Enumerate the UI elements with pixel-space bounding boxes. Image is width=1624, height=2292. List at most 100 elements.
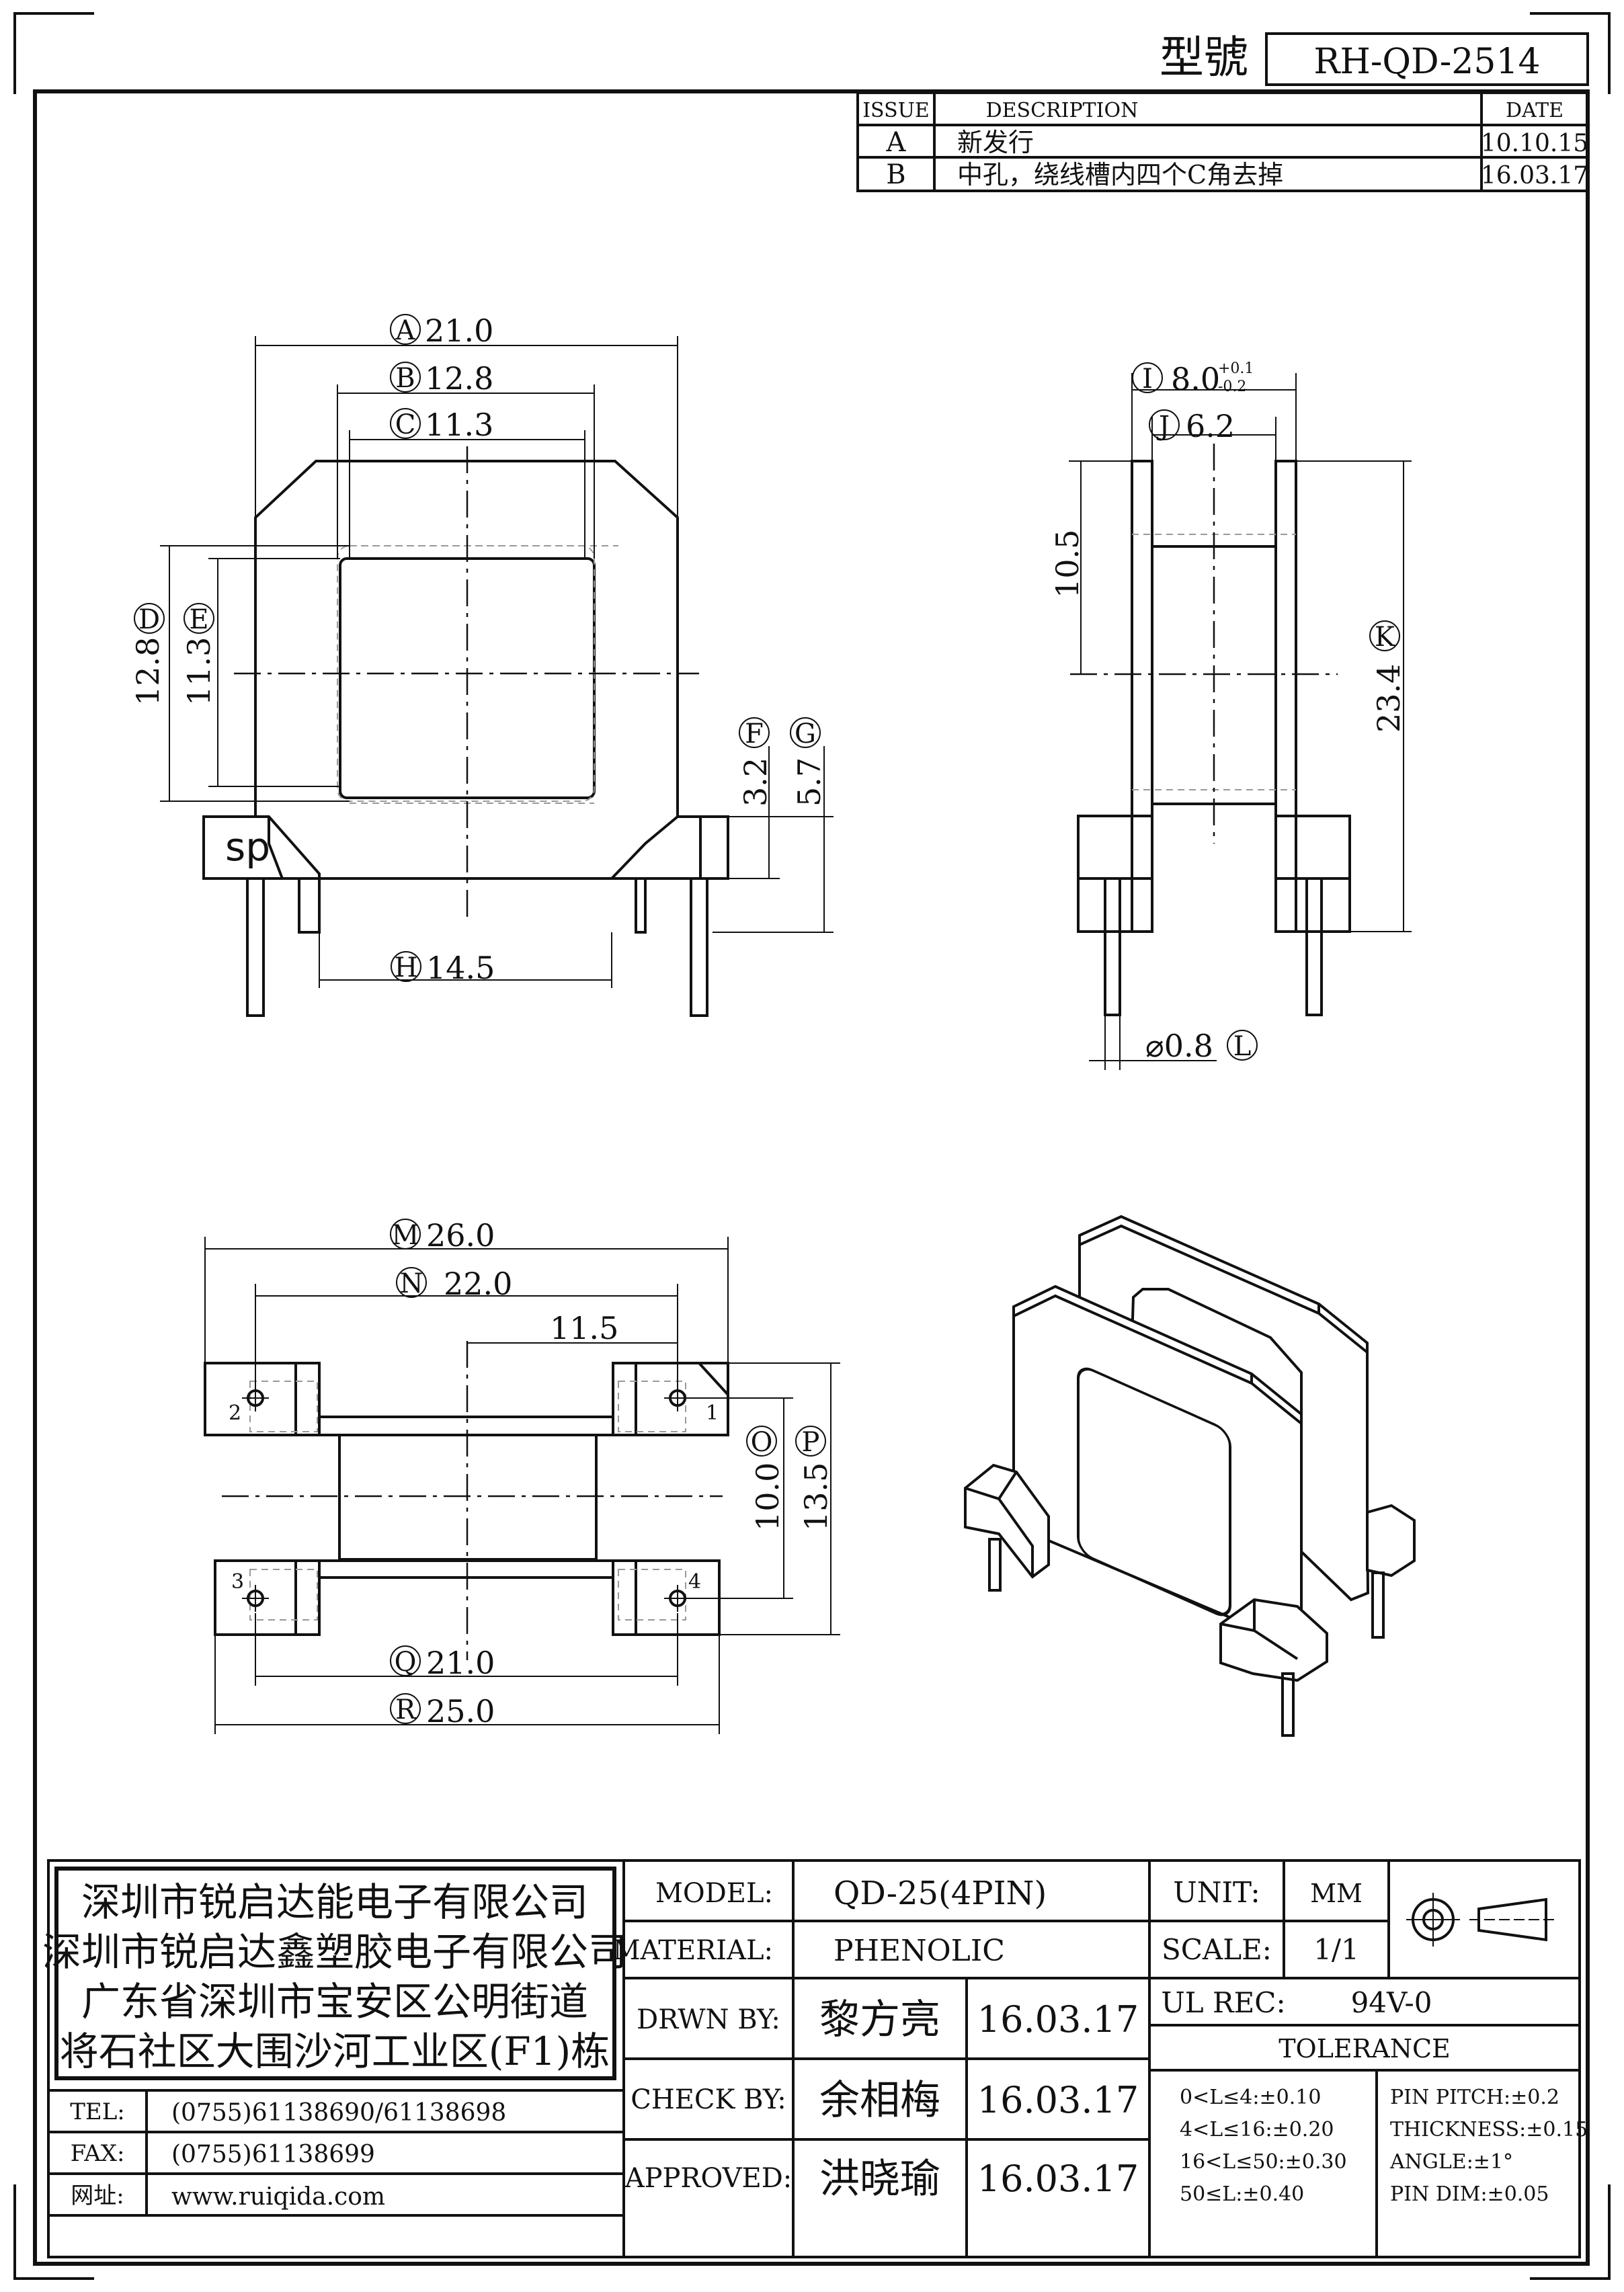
dim-d-letter: D — [138, 604, 160, 635]
company-line-3: 广东省深圳市宝安区公明街道 — [81, 1979, 588, 2024]
side-flange-left — [1131, 460, 1153, 817]
approved-by: 洪晓瑜 — [819, 2156, 940, 2203]
material-value: PHENOLIC — [834, 1934, 1005, 1968]
web-value: www.ruiqida.com — [171, 2183, 385, 2211]
model-number: RH-QD-2514 — [1313, 42, 1540, 82]
model-value: QD-25(4PIN) — [834, 1875, 1047, 1912]
tolerance-right-1: PIN PITCH:±0.2 — [1390, 2086, 1559, 2109]
dim-c-value: 11.3 — [425, 407, 493, 443]
bottom-flange-bottom — [214, 1559, 321, 1636]
dim-e-letter: E — [189, 604, 208, 635]
unit-label: UNIT: — [1173, 1876, 1260, 1909]
tolerance-left-1: 0<L≤4:±0.10 — [1180, 2086, 1321, 2109]
dim-g-value: 5.7 — [791, 758, 827, 807]
projection-symbol-icon — [1406, 1893, 1558, 1947]
model-number-box — [1265, 32, 1589, 86]
rev-row-a-description: 新发行 — [957, 128, 1034, 157]
front-right-block — [608, 815, 729, 880]
dim-m-letter: M — [392, 1220, 419, 1251]
dim-f-value: 3.2 — [737, 758, 774, 807]
rev-row-b-date: 16.03.17 — [1481, 162, 1588, 190]
front-pin-right — [690, 877, 708, 1017]
dim-o-letter: O — [751, 1427, 773, 1458]
dim-p-value: 13.5 — [798, 1463, 834, 1531]
dim-h-value: 14.5 — [426, 950, 495, 986]
revision-table: ISSUE DESCRIPTION DATE A 新发行 10.10.15 B … — [856, 91, 1589, 192]
side-base-left — [1077, 815, 1153, 933]
dim-i-tol-minus: -0.2 — [1218, 378, 1246, 395]
company-line-4: 将石社区大围沙河工业区(F1)栋 — [60, 2029, 610, 2074]
dim-g-letter: G — [795, 719, 816, 749]
ul-value: 94V-0 — [1351, 1986, 1432, 2019]
tel-label: TEL: — [70, 2098, 125, 2125]
check-label: CHECK BY: — [631, 2084, 786, 2115]
tolerance-left-4: 50≤L:±0.40 — [1180, 2182, 1304, 2206]
dim-i-value: 8.0 — [1171, 361, 1220, 397]
sp-label: sp — [225, 824, 270, 870]
company-line-2: 深圳市锐启达鑫塑胶电子有限公司 — [42, 1929, 627, 1975]
side-pin-right — [1305, 877, 1323, 1016]
rev-header-description: DESCRIPTION — [986, 99, 1139, 122]
rev-row-b-issue: B — [886, 159, 905, 190]
tolerance-right-3: ANGLE:±1° — [1389, 2150, 1513, 2174]
scale-label: SCALE: — [1162, 1933, 1272, 1966]
dim-j-letter: J — [1156, 411, 1170, 442]
dim-h-letter: H — [395, 952, 418, 983]
side-view: I 8.0 +0.1 -0.2 J 6.2 10.5 K 23.4 ⌀0.8 L — [1049, 360, 1412, 1070]
dim-k-letter: K — [1375, 622, 1395, 653]
sheet-border — [33, 89, 1590, 2266]
rev-header-issue: ISSUE — [862, 99, 930, 122]
dim-j-value: 6.2 — [1186, 408, 1235, 444]
pin-label-3: 3 — [231, 1570, 244, 1594]
tolerance-left-2: 4<L≤16:±0.20 — [1180, 2118, 1334, 2141]
dim-m-value: 26.0 — [426, 1217, 495, 1254]
dim-l-value: ⌀0.8 — [1145, 1028, 1213, 1064]
material-label: MATERIAL: — [613, 1935, 773, 1966]
front-pin-left — [246, 877, 265, 1017]
tolerance-left-3: 16<L≤50:±0.30 — [1180, 2150, 1347, 2174]
rev-row-a-issue: A — [886, 127, 907, 158]
dim-a-value: 21.0 — [425, 313, 493, 349]
check-by: 余相梅 — [819, 2077, 940, 2124]
company-line-1: 深圳市锐启达能电子有限公司 — [81, 1879, 588, 1925]
dim-l-letter: L — [1233, 1031, 1252, 1062]
dim-i-tol-plus: +0.1 — [1218, 360, 1254, 377]
unit-value: MM — [1310, 1879, 1363, 1908]
dim-r-letter: R — [395, 1694, 417, 1725]
pin-label-4: 4 — [688, 1570, 701, 1594]
approved-label: APPROVED: — [624, 2163, 793, 2194]
dim-k-value: 23.4 — [1371, 664, 1407, 733]
dim-r-value: 25.0 — [426, 1693, 495, 1729]
tolerance-title: TOLERANCE — [1278, 2034, 1451, 2063]
bottom-view: 1 2 3 4 M 26.0 N 22.0 11.5 O 10.0 P 13.5 — [204, 1217, 840, 1734]
dim-d-value: 12.8 — [130, 637, 166, 706]
bottom-pin-holes — [242, 1385, 691, 1612]
dim-half-pitch: 11.5 — [550, 1310, 618, 1346]
check-date: 16.03.17 — [977, 2079, 1139, 2121]
dim-b-letter: B — [395, 363, 415, 394]
approved-date: 16.03.17 — [977, 2158, 1139, 2200]
side-base-right — [1274, 815, 1351, 933]
rev-row-a-date: 10.10.15 — [1481, 130, 1588, 157]
dim-b-value: 12.8 — [425, 360, 493, 397]
dim-p-letter: P — [802, 1427, 820, 1458]
dim-a-letter: A — [395, 315, 416, 346]
isometric-view — [964, 1215, 1416, 1737]
dim-c-letter: C — [395, 409, 416, 440]
pin-label-2: 2 — [229, 1401, 241, 1425]
model-label: MODEL: — [655, 1878, 773, 1909]
iso-block-left — [964, 1463, 1050, 1579]
dim-q-value: 21.0 — [426, 1645, 495, 1681]
drawn-by: 黎方亮 — [819, 1996, 940, 2043]
dim-n-value: 22.0 — [444, 1266, 512, 1302]
fax-value: (0755)61138699 — [171, 2141, 375, 2168]
web-label: 网址: — [71, 2182, 124, 2209]
model-header: 型號 RH-QD-2514 — [1160, 32, 1589, 86]
dim-q-letter: Q — [395, 1647, 417, 1678]
dim-o-value: 10.0 — [749, 1463, 786, 1531]
tolerance-right-4: PIN DIM:±0.05 — [1390, 2182, 1549, 2206]
dim-f-letter: F — [745, 719, 764, 749]
dim-n-letter: N — [400, 1268, 423, 1299]
iso-block-back — [1366, 1504, 1416, 1578]
